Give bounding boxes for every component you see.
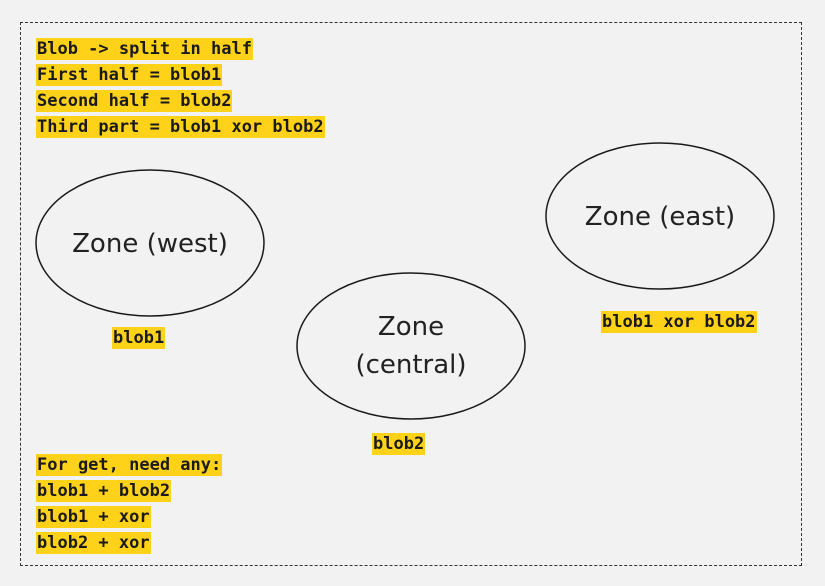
- dashed-frame: [20, 22, 802, 566]
- top-note-line: Blob -> split in half: [36, 38, 253, 60]
- top-note-line: Second half = blob2: [36, 90, 233, 112]
- zone-west-label: blob1: [112, 327, 166, 349]
- top-note-line: Third part = blob1 xor blob2: [36, 116, 325, 138]
- bottom-note-line: blob1 + blob2: [36, 480, 172, 502]
- zone-west-ellipse: [35, 169, 265, 317]
- zone-west-name: Zone (west): [72, 229, 228, 259]
- zone-central-name-line1: Zone: [378, 312, 444, 342]
- top-note-line: First half = blob1: [36, 64, 223, 86]
- bottom-notes: For get, need any: blob1 + blob2 blob1 +…: [36, 452, 223, 556]
- bottom-note-line: blob1 + xor: [36, 506, 151, 528]
- zone-east-ellipse: [545, 142, 775, 290]
- top-notes: Blob -> split in half First half = blob1…: [36, 36, 325, 140]
- bottom-note-line: For get, need any:: [36, 454, 223, 476]
- zone-east-name: Zone (east): [585, 202, 735, 232]
- zone-central-label: blob2: [372, 433, 426, 455]
- zone-central-name-line2: (central): [355, 350, 466, 380]
- zone-east: Zone (east): [545, 142, 775, 290]
- zone-west: Zone (west): [35, 169, 265, 317]
- zone-east-label: blob1 xor blob2: [601, 311, 757, 333]
- zone-central-ellipse: [296, 272, 526, 420]
- bottom-note-line: blob2 + xor: [36, 532, 151, 554]
- zone-central: Zone (central): [296, 272, 526, 420]
